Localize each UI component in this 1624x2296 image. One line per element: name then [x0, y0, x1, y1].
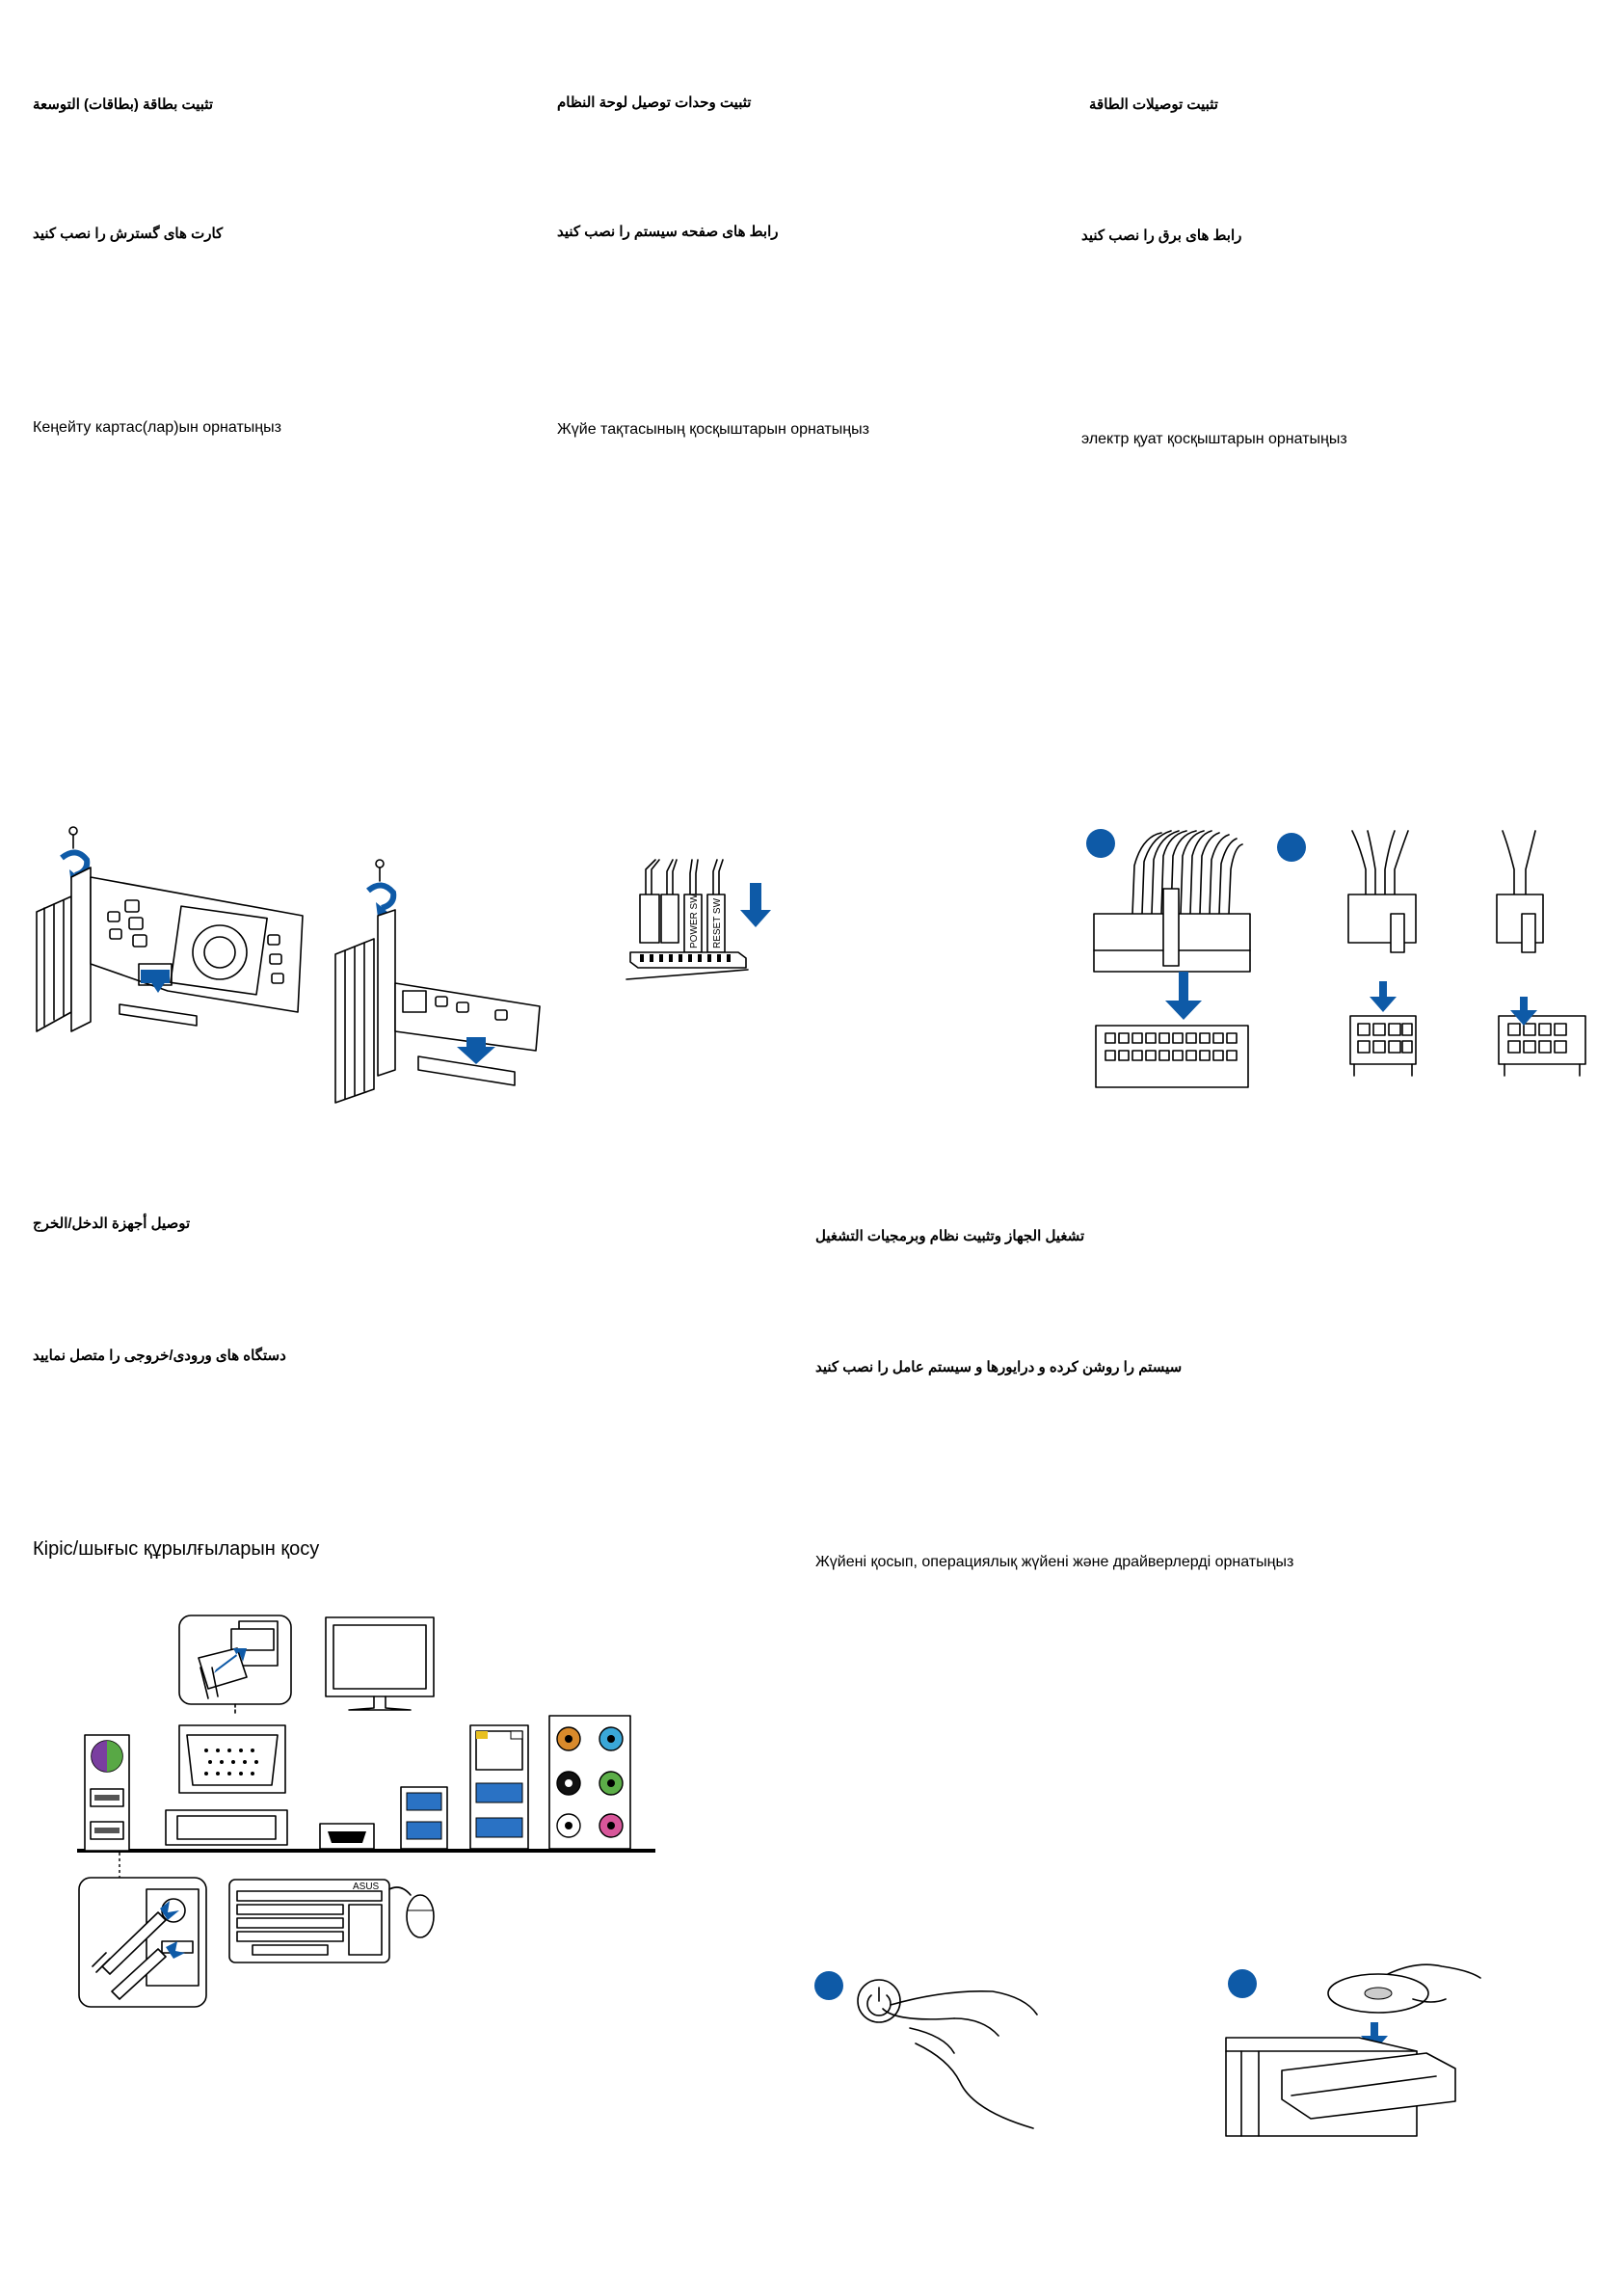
optical-disc-icon	[1327, 1973, 1429, 2014]
panel-title-persian: رابط های صفحه سیستم را نصب کنید	[557, 224, 779, 240]
power-connector-illustration	[1086, 829, 1586, 1088]
panel-title-kazakh: Жүйе тақтасының қосқыштарын орнатыңыз	[557, 421, 869, 438]
panel-title-arabic: تثبيت وحدات توصيل لوحة النظام	[557, 94, 752, 111]
step-marker-icon	[1228, 1969, 1257, 1998]
keyboard-brand: ASUS	[353, 1882, 380, 1892]
optical-drive-illustration	[1225, 1963, 1481, 2137]
power-button-icon	[857, 1979, 901, 2023]
expansion-title-kazakh: Кеңейту картас(лар)ын орнатыңыз	[33, 419, 281, 436]
screw-icon	[375, 859, 385, 882]
power-title-arabic: تثبيت توصيلات الطاقة	[1089, 96, 1218, 113]
power-title-kazakh: электр қуат қосқыштарын орнатыңыз	[1081, 431, 1347, 447]
pin-label-reset-sw: RESET SW	[712, 897, 723, 948]
expansion-title-persian: کارت های گسترش را نصب کنید	[33, 226, 224, 242]
io-title-persian: دستگاه های ورودی/خروجی را متصل نمایید	[33, 1348, 286, 1364]
power-button-illustration	[814, 1971, 1038, 2129]
down-arrow-icon	[740, 883, 771, 927]
boot-title-arabic: تشغيل الجهاز وتثبيت نظام وبرمجيات التشغي…	[815, 1228, 1085, 1244]
io-title-arabic: توصيل أجهزة الدخل/الخرج	[33, 1215, 191, 1232]
expansion-title-arabic: تثبيت بطاقة (بطاقات) التوسعة	[33, 96, 214, 113]
step-marker-icon	[1277, 833, 1306, 862]
expansion-card-illustration	[36, 826, 541, 1104]
panel-header-illustration: POWER SW RESET SW	[626, 859, 771, 980]
boot-title-kazakh: Жүйені қосып, операциялық жүйені және др…	[815, 1554, 1294, 1570]
pin-label-power-sw: POWER SW	[689, 894, 700, 948]
step-marker-icon	[814, 1971, 843, 2000]
boot-title-persian: سیستم را روشن کرده و درایورها و سیستم عا…	[815, 1359, 1183, 1375]
io-title-kazakh: Кіріс/шығыс құрылғыларын қосу	[33, 1538, 320, 1560]
rear-io-illustration: ASUS	[77, 1615, 655, 2008]
step-marker-icon	[1086, 829, 1115, 858]
power-title-persian: رابط های برق را نصب کنید	[1081, 227, 1242, 244]
screw-icon	[68, 826, 78, 849]
